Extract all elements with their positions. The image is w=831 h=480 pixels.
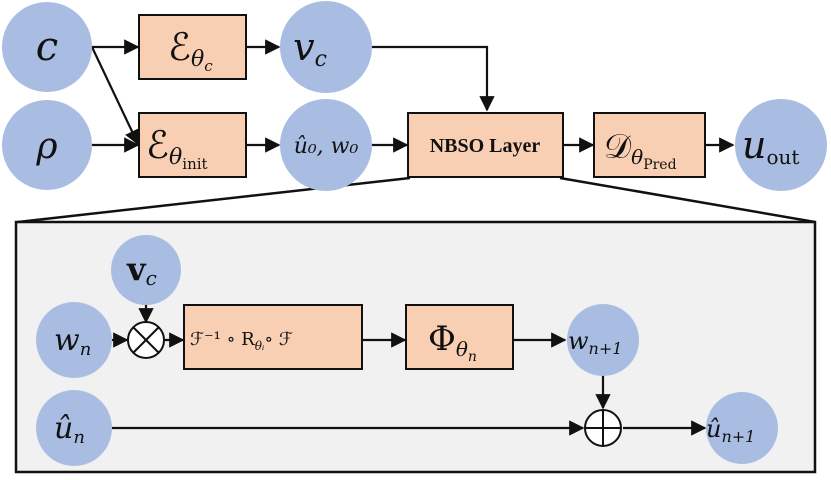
fourier-layer-label: ℱ⁻¹ ∘ Rθᵢ∘ ℱ — [190, 329, 293, 353]
phi-label: Φθn — [428, 319, 477, 365]
node-un-label: ûn — [54, 411, 85, 448]
decoder-label: 𝒟θPred — [604, 127, 677, 173]
nbso-layer-label: NBSO Layer — [430, 135, 541, 157]
nbso-layer-box — [407, 112, 564, 178]
zoom-line-right — [559, 176, 816, 224]
node-un1-label: ûn+1 — [706, 415, 755, 446]
node-rho-label: ρ — [35, 126, 57, 167]
node-wn — [36, 302, 112, 378]
node-vc — [280, 1, 372, 93]
node-rho — [2, 100, 92, 190]
node-un1 — [706, 392, 778, 464]
node-uout — [735, 99, 827, 191]
node-u0w0-label: û₀, w₀ — [294, 134, 359, 159]
node-wn1-label: wn+1 — [568, 327, 622, 358]
fourier-layer-box — [183, 304, 363, 370]
decoder-box — [593, 112, 706, 178]
zoom-line-left — [17, 176, 411, 224]
encoder-c-label: ℰθc — [168, 25, 213, 75]
encoder-init-label: ℰθinit — [146, 123, 208, 173]
node-detail-vc — [111, 235, 181, 305]
edge-vc-to-nbso — [372, 45, 495, 112]
encoder-c-box — [138, 14, 247, 80]
node-c — [2, 2, 92, 92]
node-un — [36, 390, 112, 466]
node-u0w0 — [280, 99, 372, 191]
edge-c-to-enc-init — [91, 46, 140, 146]
encoder-init-box — [138, 112, 247, 178]
node-vc-label: vc — [293, 25, 327, 72]
phi-box — [405, 304, 514, 370]
otimes-cross-2 — [132, 326, 160, 354]
node-wn-label: wn — [54, 323, 91, 360]
node-wn1 — [567, 304, 639, 376]
node-detail-vc-label: vc — [126, 250, 157, 290]
node-c-label: c — [36, 24, 58, 70]
node-uout-label: uout — [742, 123, 799, 169]
